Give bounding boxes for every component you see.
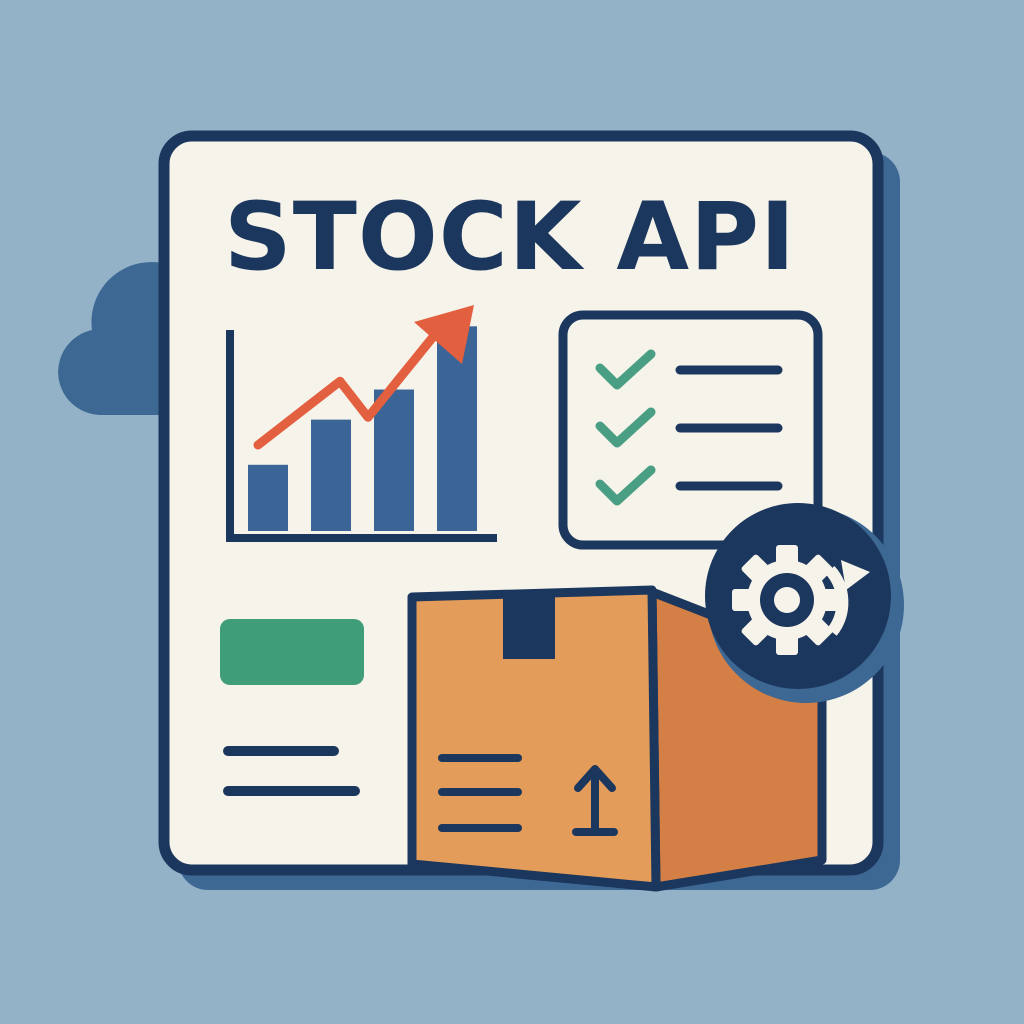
chart-bar [437, 326, 477, 531]
checklist-icon [558, 310, 823, 550]
trend-line [253, 327, 442, 450]
gear-tooth [803, 616, 833, 646]
chart-axis [226, 330, 497, 542]
chart-bar [374, 389, 414, 531]
cardboard-box-icon [407, 585, 827, 892]
status-block [220, 619, 364, 685]
up-arrow-icon [572, 765, 618, 836]
gear-tooth [741, 554, 771, 584]
gear-tooth [741, 616, 771, 646]
check-icon [595, 465, 656, 506]
check-icon [595, 407, 656, 448]
chart-bar [311, 419, 351, 531]
gear-tooth [776, 545, 798, 567]
box-tape [503, 597, 555, 659]
gear-sync-icon [705, 503, 904, 703]
trend-arrowhead [414, 305, 474, 364]
page-title: STOCK API [224, 183, 796, 292]
check-icon [595, 349, 656, 390]
bar-chart-with-trend-arrow-icon [226, 305, 497, 542]
cloud-icon [58, 262, 170, 415]
chart-bar [248, 464, 288, 531]
gear-tooth [776, 633, 798, 655]
gear-tooth [803, 554, 833, 584]
gear-tooth [732, 589, 754, 611]
